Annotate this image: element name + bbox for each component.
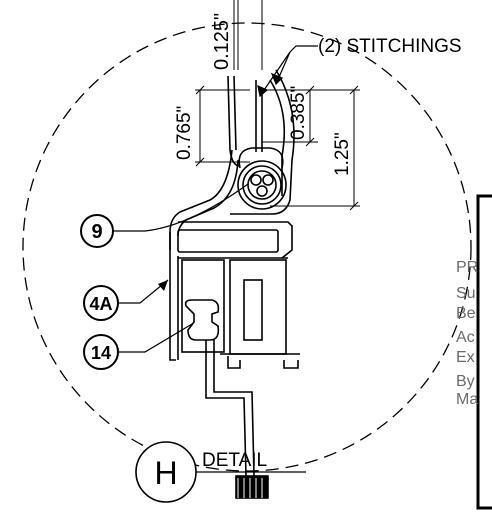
dimension-0125 xyxy=(233,0,263,70)
title-block-line: Su xyxy=(456,285,476,302)
title-block-line: Ac xyxy=(456,329,475,346)
title-block-line: Ex xyxy=(456,349,475,366)
title-block-line: Ma xyxy=(456,391,478,408)
extrusion-profile xyxy=(169,69,300,499)
callout-4a-label: 4A xyxy=(89,294,112,314)
title-block-line: PR xyxy=(456,259,478,276)
stitchings-leader xyxy=(257,45,318,98)
detail-label: DETAIL xyxy=(202,450,267,471)
callout-14-label: 14 xyxy=(91,343,111,363)
title-block: PR Su Be Ac Ex By Ma xyxy=(456,194,492,510)
dimension-0765 xyxy=(195,85,250,167)
detail-letter: H xyxy=(154,455,177,491)
callout-4a-arrowhead xyxy=(158,280,168,291)
title-block-line: By xyxy=(456,373,475,390)
dimension-125 xyxy=(270,85,360,211)
dimension-label-0125: 0.125" xyxy=(211,13,233,70)
callout-14-leader xyxy=(118,323,193,353)
callout-9-label: 9 xyxy=(91,221,102,243)
detail-boundary-circle xyxy=(22,22,472,472)
dimension-label-0385: 0.385" xyxy=(288,86,309,140)
dimension-0385 xyxy=(262,85,318,147)
dimension-label-125: 1.25" xyxy=(332,132,353,176)
stitchings-callout: (2) STITCHINGS xyxy=(318,36,462,57)
callout-4a-leader xyxy=(118,279,169,304)
title-block-line: Be xyxy=(456,305,476,322)
callout-9-leader xyxy=(113,183,249,232)
dimension-label-0765: 0.765" xyxy=(174,106,195,160)
